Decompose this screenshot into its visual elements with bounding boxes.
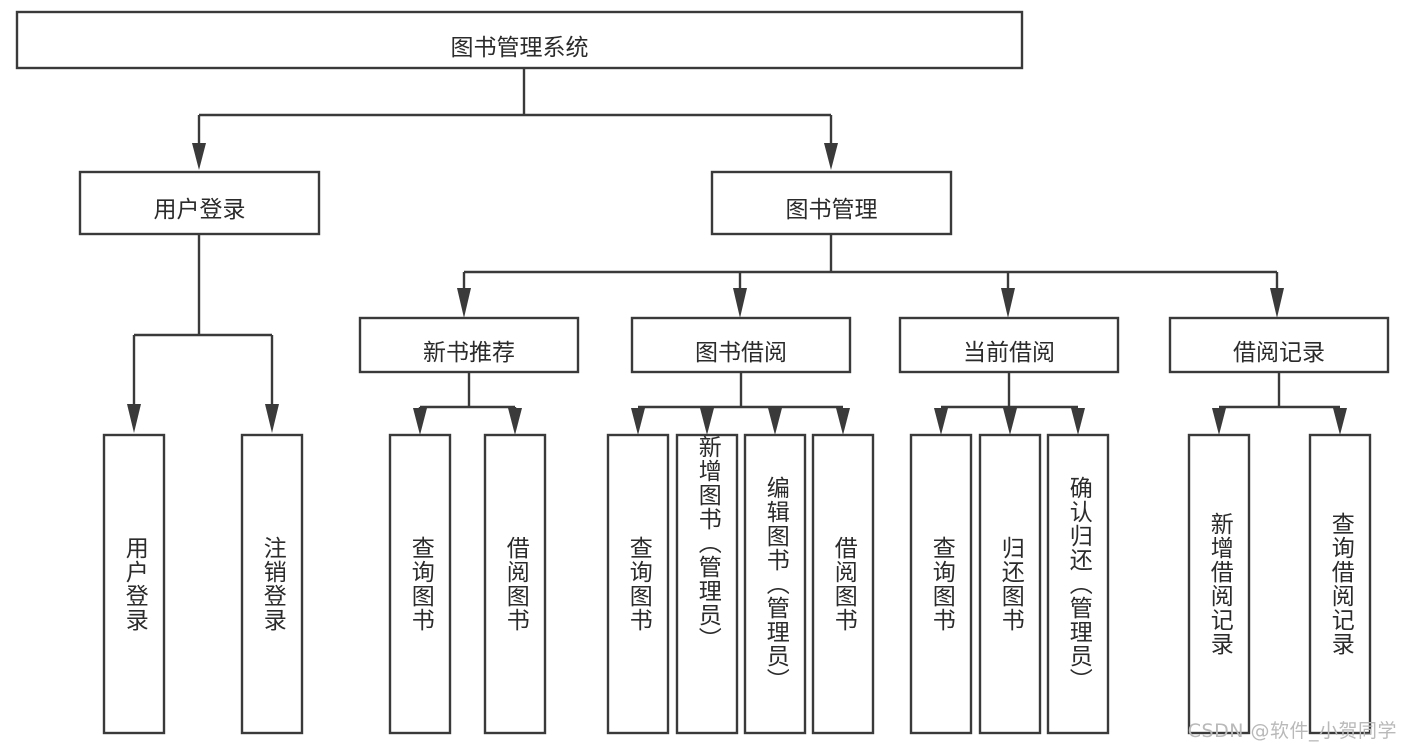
arrow-head-current-1 bbox=[934, 408, 948, 435]
arrow-head-user-login-1 bbox=[127, 404, 141, 433]
arrow-head-records-2 bbox=[1333, 408, 1347, 435]
node-book-borrow-box[interactable] bbox=[630, 316, 852, 374]
arrow-head-level2-1 bbox=[192, 143, 206, 170]
arrow-head-current-3 bbox=[1071, 408, 1085, 435]
arrow-head-level3-2 bbox=[733, 288, 747, 318]
node-leaf-records-query-box[interactable] bbox=[1308, 433, 1372, 735]
arrow-head-borrow-3 bbox=[768, 408, 782, 435]
arrow-head-level3-3 bbox=[1001, 288, 1015, 318]
arrow-head-level2-2 bbox=[824, 143, 838, 170]
node-leaf-current-confirm-box[interactable] bbox=[1046, 433, 1110, 735]
node-leaf-borrow-add-box[interactable] bbox=[675, 433, 739, 735]
node-book-management-box[interactable] bbox=[710, 170, 953, 236]
node-leaf-recommend-query-box[interactable] bbox=[388, 433, 452, 735]
arrow-head-user-login-2 bbox=[265, 404, 279, 433]
node-leaf-recommend-borrow-box[interactable] bbox=[483, 433, 547, 735]
node-leaf-logout-box[interactable] bbox=[240, 433, 304, 735]
node-leaf-user-login-box[interactable] bbox=[102, 433, 166, 735]
node-leaf-borrow-edit-box[interactable] bbox=[743, 433, 807, 735]
node-leaf-records-add-box[interactable] bbox=[1187, 433, 1251, 735]
node-leaf-borrow-query-box[interactable] bbox=[606, 433, 670, 735]
arrow-head-recommend-1 bbox=[413, 408, 427, 435]
node-leaf-borrow-lend-box[interactable] bbox=[811, 433, 875, 735]
node-user-login-box[interactable] bbox=[78, 170, 321, 236]
arrow-head-borrow-1 bbox=[631, 408, 645, 435]
node-new-book-recommend-box[interactable] bbox=[358, 316, 580, 374]
node-current-borrow-box[interactable] bbox=[898, 316, 1120, 374]
arrow-head-recommend-2 bbox=[508, 408, 522, 435]
arrow-head-borrow-4 bbox=[836, 408, 850, 435]
arrow-head-records-1 bbox=[1212, 408, 1226, 435]
node-borrow-records-box[interactable] bbox=[1168, 316, 1390, 374]
csdn-watermark: CSDN @软件_小贺同学 bbox=[1187, 720, 1397, 742]
arrow-head-level3-1 bbox=[457, 288, 471, 318]
node-root-box[interactable] bbox=[15, 10, 1024, 70]
arrow-head-level3-4 bbox=[1270, 288, 1284, 318]
node-leaf-current-query-box[interactable] bbox=[909, 433, 973, 735]
arrow-head-borrow-2 bbox=[700, 408, 714, 435]
node-leaf-current-return-box[interactable] bbox=[978, 433, 1042, 735]
arrow-head-current-2 bbox=[1003, 408, 1017, 435]
